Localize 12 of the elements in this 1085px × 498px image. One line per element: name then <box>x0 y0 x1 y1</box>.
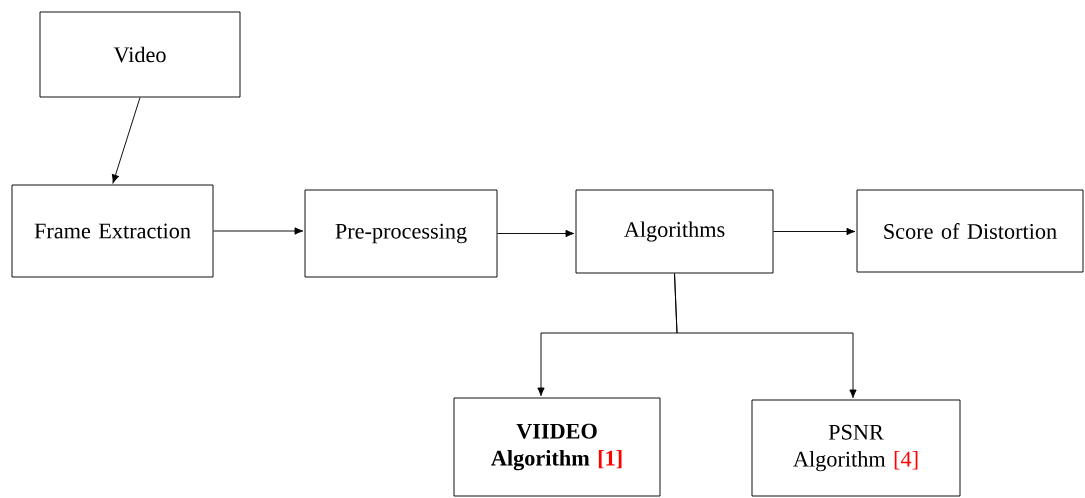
arrow <box>773 227 856 236</box>
process-box: Video <box>39 11 241 98</box>
process-box: VIIDEO Algorithm [1] <box>453 397 661 497</box>
process-box: Score of Distortion <box>856 189 1084 273</box>
arrow <box>111 97 141 184</box>
arrow <box>497 229 575 238</box>
arrow <box>674 273 857 399</box>
process-box: Algorithms <box>575 189 774 274</box>
arrow <box>213 227 304 235</box>
process-box: Pre-processing <box>304 189 498 278</box>
process-box: Frame Extraction <box>11 184 214 278</box>
process-box: PSNR Algorithm [4] <box>751 399 961 497</box>
